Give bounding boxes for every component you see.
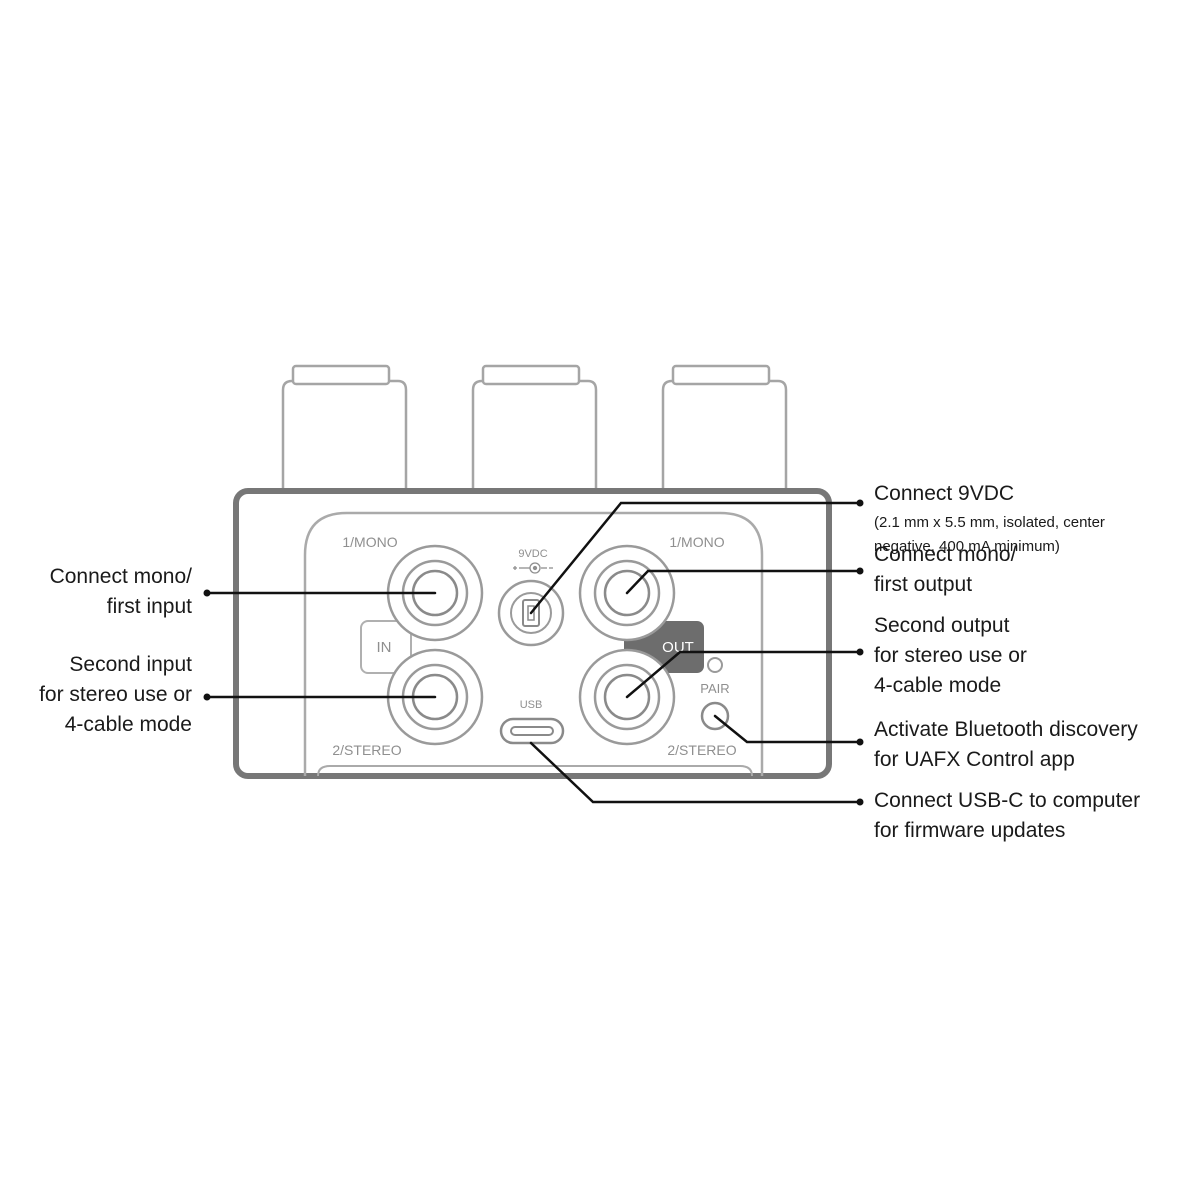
pair-label: PAIR [700, 681, 729, 696]
leader-line-usb [529, 741, 862, 804]
in-tag-label: IN [377, 639, 392, 656]
out-stereo-label: 2/STEREO [667, 742, 736, 758]
leader-dot-mono-output [856, 567, 864, 575]
callout-usb: Connect USB-C to computer for firmware u… [874, 789, 1141, 842]
leader-dot-stereo-input [203, 693, 211, 701]
in-stereo-label: 2/STEREO [332, 742, 401, 758]
callout-stereo-input: Second input for stereo use or 4-cable m… [39, 653, 192, 736]
leader-dot-power [856, 499, 864, 507]
out-mono-label: 1/MONO [669, 534, 724, 550]
callout-power-detail: (2.1 mm x 5.5 mm, isolated, center negat… [874, 514, 1105, 555]
jack-panel [303, 511, 764, 776]
knob-left [281, 364, 408, 492]
leader-line-mono-output [625, 569, 862, 595]
leader-line-stereo-output [625, 650, 862, 699]
in-tag: IN [360, 620, 412, 674]
callout-mono-input: Connect mono/ first input [49, 565, 192, 618]
leader-dot-stereo-output [856, 648, 864, 656]
power-label: 9VDC [518, 548, 547, 560]
leader-dot-mono-input [203, 589, 211, 597]
knob-center [471, 364, 598, 492]
leader-dot-pair [856, 738, 864, 746]
polarity-icon [513, 562, 553, 574]
callout-pair: Activate Bluetooth discovery for UAFX Co… [874, 718, 1138, 771]
usb-label: USB [520, 699, 543, 711]
status-led [707, 657, 723, 673]
leader-line-pair [713, 714, 862, 744]
callout-power: Connect 9VDC (2.1 mm x 5.5 mm, isolated,… [874, 449, 1105, 589]
leader-dot-usb [856, 798, 864, 806]
in-mono-label: 1/MONO [342, 534, 397, 550]
callout-mono-output: Connect mono/ first output [874, 543, 1017, 596]
knob-right [661, 364, 788, 492]
leader-line-power [529, 501, 862, 615]
callout-stereo-output: Second output for stereo use or 4-cable … [874, 614, 1027, 697]
callout-power-title: Connect 9VDC [874, 482, 1015, 505]
usb-c-port[interactable] [499, 717, 565, 745]
